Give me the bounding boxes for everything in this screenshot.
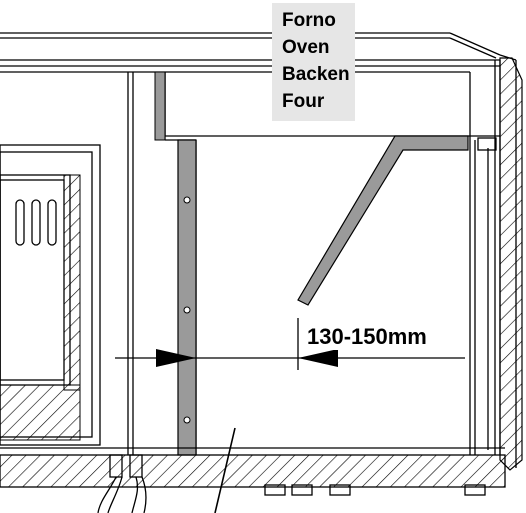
dim-arrow-left xyxy=(156,349,196,367)
dimension-text: 130-150mm xyxy=(305,324,429,350)
left-appliance-hatch xyxy=(0,174,81,441)
rail-top-bracket xyxy=(154,71,166,141)
rail-screws xyxy=(183,196,191,424)
left-rail xyxy=(177,139,197,456)
label-oven: Oven xyxy=(282,37,330,58)
right-hatched-profile xyxy=(499,57,523,471)
oven-pointer xyxy=(214,427,236,513)
base-hatch xyxy=(0,454,506,488)
label-backen: Backen xyxy=(282,64,350,85)
dim-arrow-right xyxy=(298,349,338,367)
cabinet-top-frame xyxy=(0,32,501,73)
slanted-plate xyxy=(297,135,469,306)
oven-label-box: Forno Oven Backen Four xyxy=(272,3,355,121)
label-forno: Forno xyxy=(282,10,336,31)
label-four: Four xyxy=(282,91,325,112)
bottom-fittings xyxy=(97,454,486,513)
